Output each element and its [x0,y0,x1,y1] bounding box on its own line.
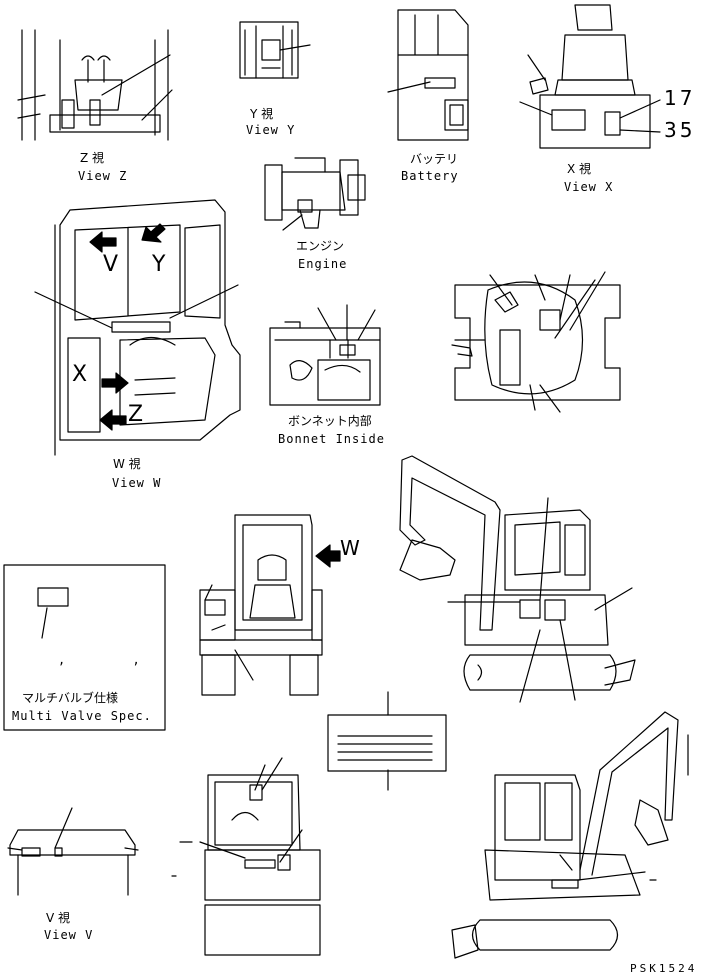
view-x-en-label: View X [564,180,614,194]
battery-en-label: Battery [401,169,459,183]
callout-number-17: 17 [664,86,696,110]
view-w-drawing [34,199,241,456]
view-y-en-label: View Y [246,123,296,137]
multi-valve-box [3,564,166,731]
leader-dashes [171,841,657,881]
engine-drawing [264,157,366,231]
view-z-en-label: View Z [78,169,128,183]
rear-view-drawing [199,757,321,956]
cab-letter-z: Z [128,402,144,427]
cab-letter-v: V [103,252,119,277]
view-v-drawing [7,807,139,896]
label-plate [327,691,447,791]
view-z-jp-label: Z 視 [80,151,105,165]
side-excavator-drawing [399,455,636,703]
view-v-en-label: View V [44,928,94,942]
bonnet-en-label: Bonnet Inside [278,432,385,446]
arrow-w-letter: W [340,536,360,560]
view-w-en-label: View W [112,476,162,490]
view-v-jp-label: V 視 [46,911,71,925]
view-y-drawing [239,21,311,79]
callout-number-35: 35 [664,118,696,142]
bonnet-jp-label: ボンネット内部 [288,414,372,428]
view-x-jp-label: X 視 [567,162,592,176]
battery-drawing [387,9,469,141]
cab-arrows [89,223,166,431]
part-code: PSK1524 [630,962,698,975]
bonnet-drawing [269,304,381,406]
view-z-drawing [17,29,173,141]
arrow-w [315,544,341,568]
view-x-drawing [519,4,661,149]
rear-three-quarter-drawing [451,711,689,959]
cab-letter-x: X [72,362,88,387]
view-y-jp-label: Y 視 [250,107,274,121]
view-w-jp-label: W 視 [113,457,141,471]
multi-valve-marks: , , [58,653,170,667]
engine-jp-label: エンジン [296,239,345,253]
battery-jp-label: バッテリ [410,152,459,166]
cab-letter-y: Y [152,252,166,277]
engine-en-label: Engine [298,257,348,271]
top-view-drawing [451,271,621,413]
front-view-drawing [199,514,323,696]
multi-valve-en-label: Multi Valve Spec. [12,709,152,723]
multi-valve-jp-label: マルチバルブ仕様 [22,691,119,705]
